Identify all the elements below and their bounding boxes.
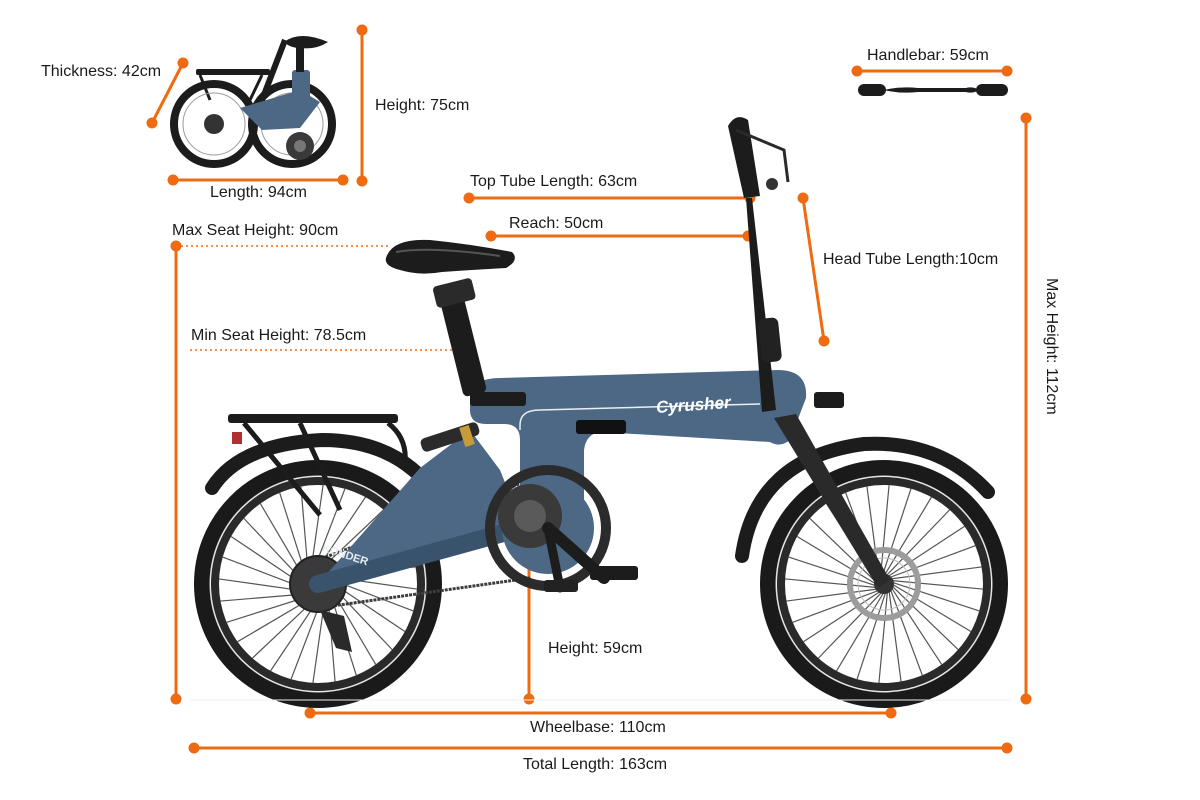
spoke <box>890 566 982 580</box>
folded-height-label: Height: 75cm <box>375 97 470 114</box>
front-fender <box>735 436 995 563</box>
max-seat-height-label: Max Seat Height: 90cm <box>172 222 339 239</box>
saddle <box>385 239 515 274</box>
spoke <box>891 585 959 651</box>
max-seat-height-dimension <box>170 240 182 705</box>
folded-length-dimension <box>167 174 349 186</box>
bb-height-label: Height: 59cm <box>548 640 643 657</box>
rear-rack <box>228 414 408 517</box>
spoke <box>883 496 932 577</box>
spoke <box>889 588 923 676</box>
front-fork <box>774 414 890 588</box>
min-seat-height-label: Min Seat Height: 78.5cm <box>191 327 367 344</box>
top-tube-label: Top Tube Length: 63cm <box>470 173 638 190</box>
spoke <box>888 590 902 682</box>
reach-label: Reach: 50cm <box>509 215 604 232</box>
spoke <box>792 589 880 623</box>
wheelbase-dimension <box>304 707 897 719</box>
spoke <box>796 536 877 585</box>
thickness-label: Thickness: 42cm <box>41 63 162 80</box>
spoke <box>836 591 885 672</box>
reach-dimension <box>485 230 754 242</box>
top-tube-dimension <box>463 192 756 204</box>
spoke <box>785 578 877 589</box>
head-tube-dimension <box>797 192 830 347</box>
folded-length-label: Length: 94cm <box>210 184 307 201</box>
headlight <box>814 392 844 408</box>
spoke <box>878 591 889 683</box>
max-height-dimension <box>1020 112 1032 705</box>
spoke <box>817 591 883 659</box>
spoke <box>786 588 878 602</box>
wheelbase-label: Wheelbase: 110cm <box>530 719 666 736</box>
total-length-label: Total Length: 163cm <box>523 756 668 773</box>
rear-triangle <box>318 430 520 584</box>
spoke <box>891 579 983 590</box>
max-height-label: Max Height: 112cm <box>1043 278 1060 415</box>
spoke <box>803 590 881 643</box>
handlebar-dimension <box>851 65 1013 77</box>
spoke <box>885 509 951 577</box>
spoke <box>879 485 890 577</box>
handlebar-label: Handlebar: 59cm <box>867 47 989 64</box>
spoke <box>881 488 912 577</box>
spoke <box>809 517 877 583</box>
spoke <box>888 545 976 579</box>
spoke <box>891 583 972 632</box>
spoke <box>890 587 943 665</box>
spoke <box>856 591 887 680</box>
rear-fender <box>205 432 445 505</box>
main-bike: Cyrusher KONDER <box>190 117 1010 708</box>
folded-height-dimension <box>356 24 368 187</box>
spoke <box>887 525 965 578</box>
thickness-dimension <box>146 57 189 129</box>
spoke <box>788 556 877 587</box>
spoke <box>891 581 980 612</box>
head-tube-label: Head Tube Length:10cm <box>823 251 999 268</box>
total-length-dimension <box>188 742 1013 754</box>
seatpost <box>438 287 487 397</box>
handlebar-icon <box>858 84 1008 96</box>
folded-bike-icon <box>170 36 336 168</box>
